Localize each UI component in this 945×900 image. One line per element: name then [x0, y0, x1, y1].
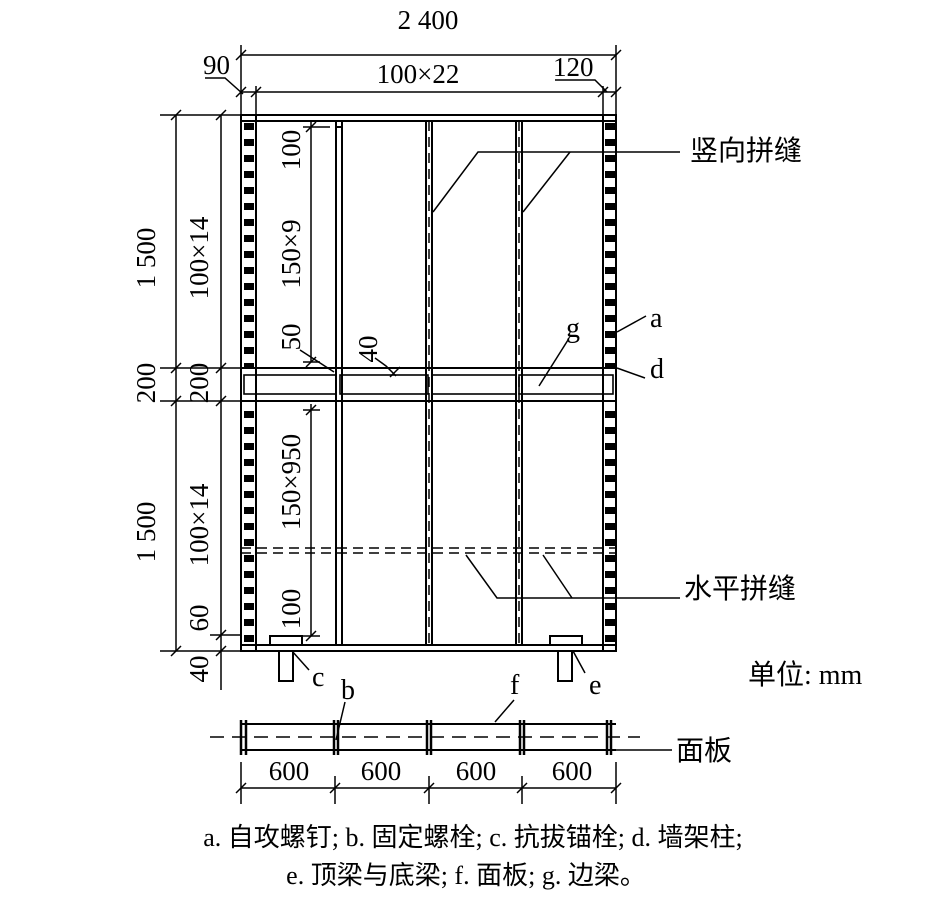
dim-panel-2: 600	[361, 756, 402, 786]
dim-base-offset: 60	[184, 605, 214, 632]
dim-panel-1: 600	[269, 756, 310, 786]
hold-down-right	[549, 635, 583, 646]
inner-dimension-lines	[299, 121, 401, 642]
dim-beam-offset: 40	[353, 336, 383, 363]
dim-beam-height-outer: 200	[131, 363, 161, 404]
dim-lower-stud-spacing: 100×14	[184, 483, 214, 566]
dim-stud-spacing-top: 100×22	[377, 59, 460, 89]
dim-lower-bottom-offset: 100	[276, 589, 306, 630]
label-e: e	[589, 670, 601, 701]
dim-panel-3: 600	[456, 756, 497, 786]
dim-lower-height: 1 500	[131, 502, 161, 563]
dim-panel-4: 600	[552, 756, 593, 786]
dim-total-width: 2 400	[398, 5, 459, 35]
caption-line-2: e. 顶梁与底梁; f. 面板; g. 边梁。	[286, 861, 646, 890]
dim-upper-screw-spacing: 150×9	[276, 219, 306, 288]
horizontal-seam-label: 水平拼缝	[684, 573, 796, 605]
self-tapping-screws	[244, 121, 615, 645]
label-g: g	[566, 313, 580, 344]
label-a: a	[650, 303, 663, 334]
dim-right-edge: 120	[553, 52, 594, 82]
label-d: d	[650, 354, 664, 385]
label-c: c	[312, 662, 324, 693]
anchor-bolt-right	[557, 650, 573, 682]
dim-base-height: 40	[184, 656, 214, 683]
dim-upper-stud-spacing: 100×14	[184, 216, 214, 299]
vertical-seams	[428, 121, 520, 645]
hold-down-left	[269, 635, 303, 646]
anchor-bolt-left	[278, 650, 294, 682]
label-f: f	[510, 670, 520, 701]
unit-label: 单位: mm	[748, 659, 863, 691]
top-dimension-lines	[205, 45, 622, 115]
wall-studs	[335, 121, 523, 645]
dim-upper-bottom-offset: 50	[276, 324, 306, 351]
label-b: b	[341, 675, 355, 706]
dim-lower-screw-spacing: 150×950	[276, 434, 306, 530]
vertical-seam-label: 竖向拼缝	[690, 135, 802, 167]
anchor-bolts	[269, 635, 583, 682]
panel-label: 面板	[676, 735, 732, 767]
left-dimension-lines	[160, 109, 241, 690]
dim-beam-height-inner: 200	[184, 363, 214, 404]
section-view	[210, 720, 640, 804]
leader-lines	[291, 151, 680, 751]
caption-line-1: a. 自攻螺钉; b. 固定螺栓; c. 抗拔锚栓; d. 墙架柱;	[203, 823, 742, 852]
dim-left-edge: 90	[203, 50, 230, 80]
dim-upper-height: 1 500	[131, 228, 161, 289]
horizontal-seam	[241, 547, 616, 554]
dim-top-offset: 100	[276, 130, 306, 171]
